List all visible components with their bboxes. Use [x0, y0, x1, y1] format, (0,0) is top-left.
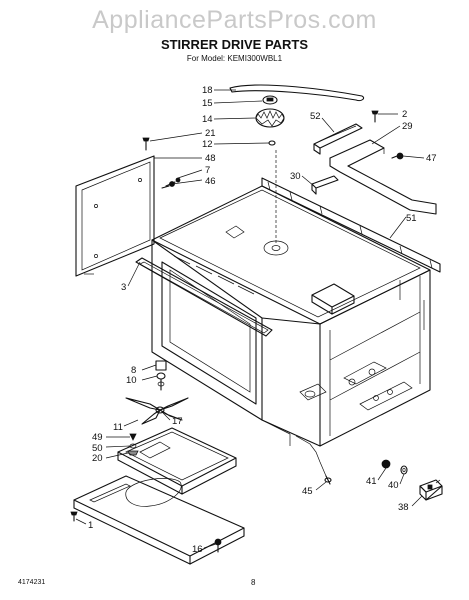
document-number: 4174231 [18, 579, 46, 586]
callout-15: 15 [202, 98, 213, 109]
callout-21: 21 [205, 128, 216, 139]
callout-18: 18 [202, 85, 213, 96]
callout-49: 49 [92, 432, 103, 443]
callout-17: 17 [172, 416, 183, 427]
page-number: 8 [251, 578, 256, 587]
callout-3: 3 [121, 282, 126, 293]
part-20-fan-bracket [117, 427, 237, 495]
part-51-rail [261, 177, 441, 273]
part-1-screw [70, 511, 78, 522]
part-41-nut [381, 459, 391, 469]
model-number: For Model: KEMI300WBL1 [186, 54, 283, 63]
part-11-fan [125, 397, 189, 425]
callout-8: 8 [131, 365, 136, 376]
part-52-bracket [313, 123, 363, 155]
callout-14: 14 [202, 114, 213, 125]
callout-16: 16 [192, 544, 203, 555]
callout-11: 11 [113, 422, 123, 433]
callout-45: 45 [302, 486, 313, 497]
part-1-bottom-plate [73, 475, 245, 565]
callout-40: 40 [388, 480, 399, 491]
callout-12: 12 [202, 139, 213, 150]
callout-2: 2 [402, 109, 407, 120]
callout-41: 41 [366, 476, 377, 487]
part-45-wire [295, 435, 332, 485]
callout-1: 1 [88, 520, 93, 531]
callout-52: 52 [310, 111, 321, 122]
leader-lines [75, 89, 425, 549]
part-18-belt [229, 84, 365, 102]
part-47-screw [391, 152, 404, 160]
callout-51: 51 [406, 213, 417, 224]
callout-29: 29 [402, 121, 413, 132]
part-48-side-panel [75, 155, 155, 277]
part-14-stirrer-pulley [255, 108, 285, 128]
callout-20: 20 [92, 453, 103, 464]
part-3-front-bar [135, 257, 273, 337]
part-40-washer [400, 465, 408, 475]
part-15-washer [262, 95, 278, 105]
callout-47: 47 [426, 153, 437, 164]
oven-cavity [151, 150, 431, 447]
part-2-screw [371, 110, 379, 123]
callout-7: 7 [205, 165, 210, 176]
part-7-46-screws [161, 177, 181, 189]
part-8-10-coupling [155, 360, 167, 391]
part-21-screw [142, 137, 150, 151]
callout-numbers: 18 15 14 12 21 48 7 46 2 52 29 47 30 51 … [88, 85, 437, 555]
callout-46: 46 [205, 176, 216, 187]
part-16-screw [214, 538, 222, 553]
part-38-switch [419, 479, 443, 501]
watermark: AppliancePartsPros.com [92, 6, 377, 34]
callout-48: 48 [205, 153, 216, 164]
callout-30: 30 [290, 171, 301, 182]
part-12-nut [268, 140, 276, 146]
callout-38: 38 [398, 502, 409, 513]
part-29-bracket [329, 139, 437, 215]
callout-10: 10 [126, 375, 137, 386]
part-30-bracket [311, 175, 339, 195]
callout-50: 50 [92, 443, 103, 454]
diagram-title: STIRRER DRIVE PARTS [160, 37, 309, 52]
